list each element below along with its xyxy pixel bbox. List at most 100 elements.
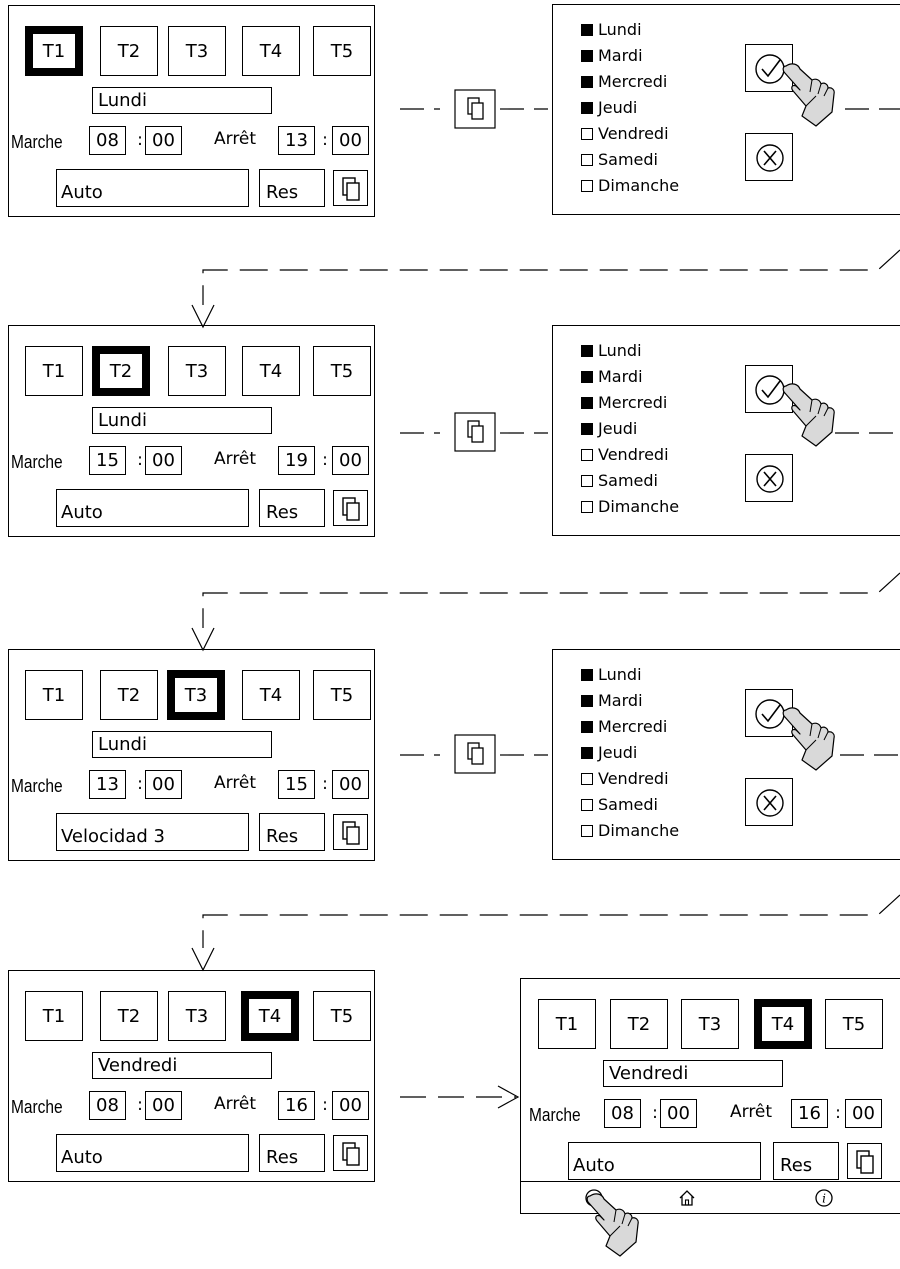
confirm-button[interactable] [745, 689, 793, 737]
marche-minute-field[interactable]: 00 [660, 1099, 697, 1128]
marche-minute-field[interactable]: 00 [145, 446, 182, 475]
day-option-vendredi[interactable]: Vendredi [581, 121, 669, 147]
arret-hour-field[interactable]: 16 [278, 1091, 315, 1120]
tab-t4[interactable]: T4 [242, 346, 300, 396]
day-option-mardi[interactable]: Mardi [581, 43, 643, 69]
day-option-samedi[interactable]: Samedi [581, 147, 658, 173]
tab-t3[interactable]: T3 [168, 26, 226, 76]
tab-t4[interactable]: T4 [241, 991, 299, 1041]
tab-t4[interactable]: T4 [242, 670, 300, 720]
checkbox[interactable] [581, 423, 593, 435]
tab-t2[interactable]: T2 [610, 999, 668, 1049]
checkbox[interactable] [581, 669, 593, 681]
day-field[interactable]: Vendredi [92, 1052, 272, 1079]
tab-t1[interactable]: T1 [25, 346, 83, 396]
day-option-dimanche[interactable]: Dimanche [581, 173, 679, 199]
res-button[interactable]: Res [259, 489, 325, 527]
day-field[interactable]: Vendredi [603, 1060, 783, 1087]
tab-t3[interactable]: T3 [168, 346, 226, 396]
marche-hour-field[interactable]: 15 [89, 446, 126, 475]
tab-t5[interactable]: T5 [313, 670, 371, 720]
day-option-mercredi[interactable]: Mercredi [581, 390, 667, 416]
day-field[interactable]: Lundi [92, 87, 272, 114]
res-button[interactable]: Res [259, 813, 325, 851]
tab-t2[interactable]: T2 [100, 26, 158, 76]
copy-button[interactable] [333, 170, 368, 206]
day-option-vendredi[interactable]: Vendredi [581, 766, 669, 792]
checkbox[interactable] [581, 449, 593, 461]
day-option-mardi[interactable]: Mardi [581, 364, 643, 390]
checkbox[interactable] [581, 76, 593, 88]
tab-t1[interactable]: T1 [25, 26, 83, 76]
arret-minute-field[interactable]: 00 [332, 126, 369, 155]
checkbox[interactable] [581, 721, 593, 733]
mode-field[interactable]: Auto [56, 169, 249, 207]
mode-field[interactable]: Auto [56, 1134, 249, 1172]
checkbox[interactable] [581, 128, 593, 140]
tab-t2[interactable]: T2 [100, 991, 158, 1041]
tab-t3[interactable]: T3 [681, 999, 739, 1049]
marche-minute-field[interactable]: 00 [145, 126, 182, 155]
mode-field[interactable]: Auto [56, 489, 249, 527]
arret-hour-field[interactable]: 15 [278, 770, 315, 799]
checkbox[interactable] [581, 773, 593, 785]
day-option-lundi[interactable]: Lundi [581, 17, 642, 43]
confirm-button[interactable] [745, 44, 793, 92]
checkbox[interactable] [581, 501, 593, 513]
marche-hour-field[interactable]: 08 [89, 1091, 126, 1120]
checkbox[interactable] [581, 799, 593, 811]
day-option-mercredi[interactable]: Mercredi [581, 69, 667, 95]
cancel-button[interactable] [745, 133, 793, 181]
tab-t5[interactable]: T5 [825, 999, 883, 1049]
checkbox[interactable] [581, 397, 593, 409]
back-arrow-icon[interactable] [583, 1187, 605, 1209]
day-option-samedi[interactable]: Samedi [581, 468, 658, 494]
day-option-jeudi[interactable]: Jeudi [581, 416, 637, 442]
tab-t2[interactable]: T2 [100, 670, 158, 720]
day-field[interactable]: Lundi [92, 731, 272, 758]
tab-t2[interactable]: T2 [92, 346, 150, 396]
checkbox[interactable] [581, 24, 593, 36]
tab-t3[interactable]: T3 [168, 991, 226, 1041]
tab-t1[interactable]: T1 [25, 991, 83, 1041]
tab-t5[interactable]: T5 [313, 346, 371, 396]
marche-hour-field[interactable]: 08 [89, 126, 126, 155]
checkbox[interactable] [581, 747, 593, 759]
cancel-button[interactable] [745, 454, 793, 502]
tab-t1[interactable]: T1 [25, 670, 83, 720]
arret-minute-field[interactable]: 00 [332, 446, 369, 475]
checkbox[interactable] [581, 345, 593, 357]
checkbox[interactable] [581, 371, 593, 383]
copy-button[interactable] [333, 490, 368, 526]
tab-t3[interactable]: T3 [167, 670, 225, 720]
day-field[interactable]: Lundi [92, 407, 272, 434]
day-option-jeudi[interactable]: Jeudi [581, 740, 637, 766]
checkbox[interactable] [581, 102, 593, 114]
copy-button[interactable] [333, 814, 368, 850]
checkbox[interactable] [581, 475, 593, 487]
day-option-mercredi[interactable]: Mercredi [581, 714, 667, 740]
arret-hour-field[interactable]: 19 [278, 446, 315, 475]
tab-t5[interactable]: T5 [313, 991, 371, 1041]
mode-field[interactable]: Auto [568, 1142, 761, 1180]
day-option-jeudi[interactable]: Jeudi [581, 95, 637, 121]
tab-t4[interactable]: T4 [754, 999, 812, 1049]
checkbox[interactable] [581, 154, 593, 166]
copy-button[interactable] [333, 1135, 368, 1171]
mode-field[interactable]: Velocidad 3 [56, 813, 249, 851]
marche-minute-field[interactable]: 00 [145, 1091, 182, 1120]
arret-minute-field[interactable]: 00 [332, 770, 369, 799]
day-option-lundi[interactable]: Lundi [581, 338, 642, 364]
copy-button[interactable] [847, 1143, 882, 1179]
checkbox[interactable] [581, 50, 593, 62]
checkbox[interactable] [581, 825, 593, 837]
info-icon[interactable]: i [813, 1187, 835, 1209]
day-option-dimanche[interactable]: Dimanche [581, 494, 679, 520]
res-button[interactable]: Res [773, 1142, 839, 1180]
arret-minute-field[interactable]: 00 [332, 1091, 369, 1120]
tab-t1[interactable]: T1 [538, 999, 596, 1049]
checkbox[interactable] [581, 695, 593, 707]
marche-hour-field[interactable]: 13 [89, 770, 126, 799]
cancel-button[interactable] [745, 778, 793, 826]
day-option-dimanche[interactable]: Dimanche [581, 818, 679, 844]
